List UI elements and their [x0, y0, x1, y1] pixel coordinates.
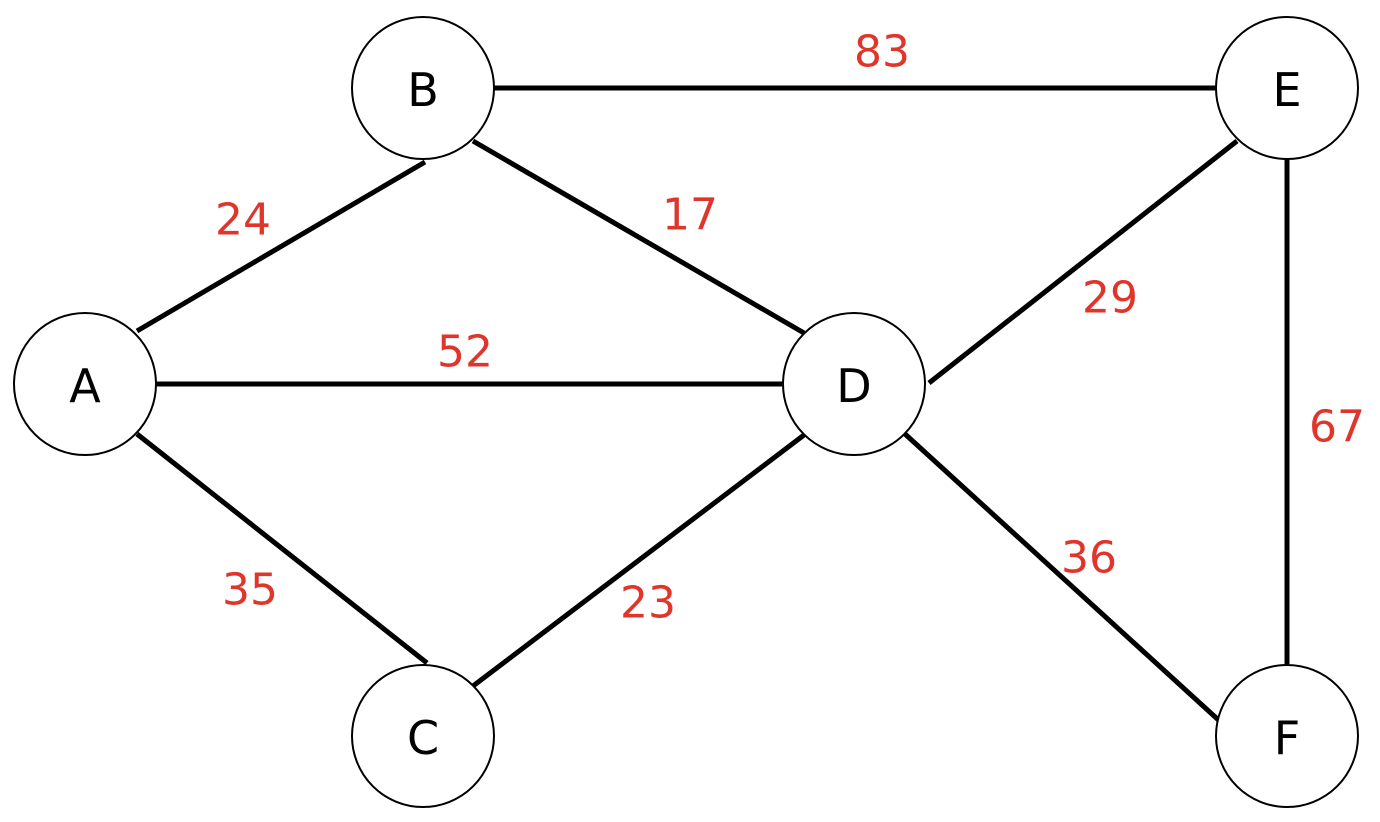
node-label-a: A — [69, 359, 101, 413]
node-circle-d — [782, 312, 926, 456]
edge-weight-a-b: 24 — [215, 195, 271, 246]
edge-weight-b-e: 83 — [854, 27, 910, 78]
edge-weight-a-d: 52 — [437, 327, 493, 378]
edge-weight-d-e: 29 — [1082, 273, 1138, 324]
edge-weight-b-d: 17 — [662, 190, 718, 241]
node-label-c: C — [407, 711, 439, 765]
node-label-e: E — [1272, 63, 1301, 117]
edge-c-d — [471, 433, 806, 688]
node-c: C — [351, 664, 495, 808]
node-f: F — [1215, 664, 1359, 808]
nodes-layer: A B C D E F — [13, 16, 1359, 808]
node-label-f: F — [1274, 711, 1300, 765]
node-circle-c — [351, 664, 495, 808]
node-b: B — [351, 16, 495, 160]
node-circle-e — [1215, 16, 1359, 160]
edge-b-d — [471, 138, 806, 336]
node-circle-b — [351, 16, 495, 160]
edge-weight-e-f: 67 — [1309, 402, 1365, 453]
node-d: D — [782, 312, 926, 456]
node-e: E — [1215, 16, 1359, 160]
node-label-d: D — [836, 359, 871, 413]
edge-d-f — [903, 432, 1238, 738]
weights-layer: 83 24 17 52 29 67 35 23 36 — [215, 27, 1365, 629]
edge-a-b — [135, 159, 427, 334]
edge-weight-d-f: 36 — [1061, 533, 1117, 584]
node-label-b: B — [407, 63, 439, 117]
edge-d-e — [927, 139, 1239, 385]
edges-layer — [135, 85, 1290, 738]
edge-weight-a-c: 35 — [222, 565, 278, 616]
node-circle-f — [1215, 664, 1359, 808]
edge-weight-c-d: 23 — [620, 578, 676, 629]
node-circle-a — [13, 312, 157, 456]
edge-a-c — [135, 432, 429, 665]
node-a: A — [13, 312, 157, 456]
